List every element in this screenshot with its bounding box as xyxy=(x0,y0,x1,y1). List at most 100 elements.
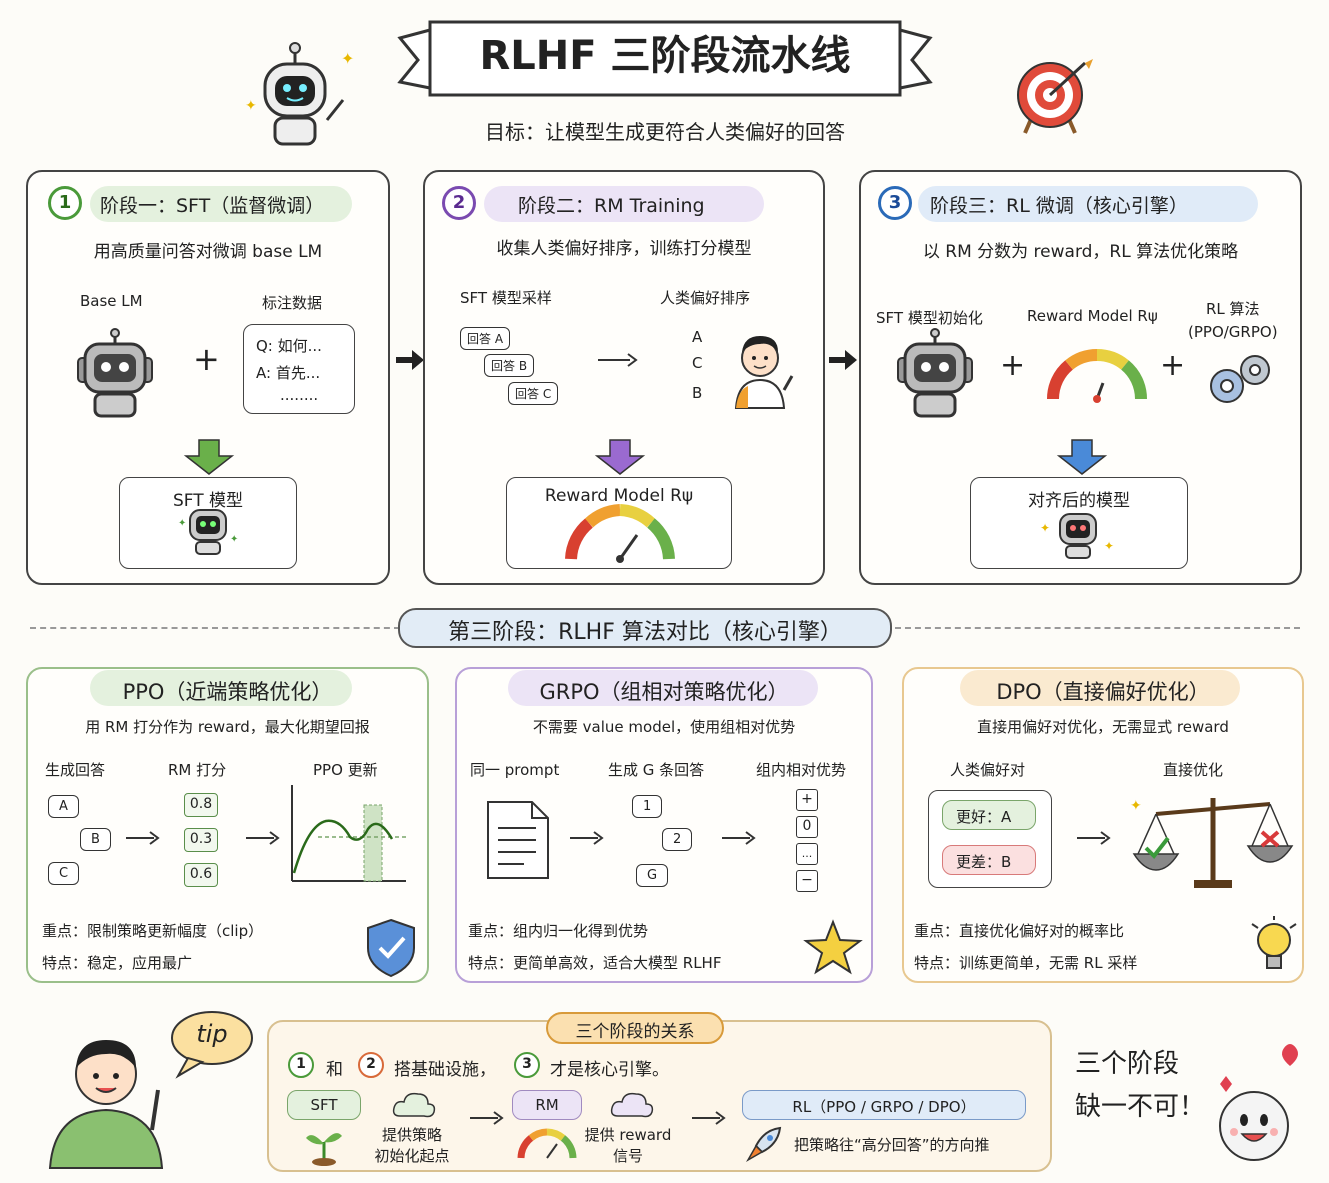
dpo-point-1: 重点：直接优化偏好对的概率比 xyxy=(914,922,1125,940)
data-line-q: Q: 如何... xyxy=(256,337,322,355)
divider-line-left xyxy=(30,627,400,629)
ppo-score-2: 0.3 xyxy=(184,828,218,852)
rank-item-2: C xyxy=(692,354,703,372)
rl-pill: RL（PPO / GRPO / DPO） xyxy=(792,1098,976,1116)
svg-text:✦: ✦ xyxy=(245,98,257,114)
rm-desc-2: 信号 xyxy=(612,1147,643,1165)
grpo-answer-2: 2 xyxy=(662,828,693,851)
sft-pill: SFT xyxy=(310,1096,338,1114)
grpo-title-pill xyxy=(508,670,818,706)
stage-2-title: 阶段二：RM Training xyxy=(518,195,705,217)
page-title: RLHF 三阶段流水线 xyxy=(479,33,851,79)
svg-text:✦: ✦ xyxy=(1130,798,1142,814)
sft-robot-icon: ✦✦ xyxy=(178,509,238,555)
base-lm-robot-icon xyxy=(77,328,153,418)
stage-3-plus-1: + xyxy=(1000,348,1026,383)
tip-text: tip xyxy=(196,1020,228,1048)
sample-bubble-a: 回答 A xyxy=(460,327,511,350)
rel-core: 才是核心引擎。 xyxy=(550,1060,669,1080)
data-line-a: A: 首先... xyxy=(256,364,321,382)
rel-num-2-icon: 2 xyxy=(358,1052,384,1078)
rel-num-3-icon: 3 xyxy=(514,1052,540,1078)
stage-1-data-label: 标注数据 xyxy=(262,294,323,312)
sample-bubble-c: 回答 C xyxy=(508,382,559,405)
stage-3-result: 对齐后的模型 xyxy=(1028,491,1130,511)
grpo-point-2: 特点：更简单高效，适合大模型 RLHF xyxy=(468,954,722,972)
stage-3-desc: 以 RM 分数为 reward，RL 算法优化策略 xyxy=(922,242,1239,262)
sft-init-robot-icon xyxy=(897,328,973,418)
svg-text:✦: ✦ xyxy=(230,534,238,545)
ppo-col-2: RM 打分 xyxy=(168,761,227,779)
rm-cloud-icon xyxy=(610,1092,654,1118)
stage-2-mid-arrow-icon xyxy=(598,353,638,367)
rocket-icon xyxy=(745,1126,782,1163)
stage-2-desc: 收集人类偏好排序，训练打分模型 xyxy=(496,239,752,259)
stage-3-label-rl: RL 算法 xyxy=(1206,300,1260,318)
stage-2-title-pill xyxy=(484,186,764,222)
data-line-dots: ........ xyxy=(280,386,319,404)
grpo-desc: 不需要 value model，使用组相对优势 xyxy=(532,718,796,736)
grpo-col-1: 同一 prompt xyxy=(470,761,560,779)
rl-desc: 把策略往“高分回答”的方向推 xyxy=(794,1136,990,1154)
svg-text:✦: ✦ xyxy=(1104,539,1114,553)
ppo-title-pill xyxy=(90,670,352,706)
title-banner xyxy=(397,20,933,97)
rel-infra: 搭基础设施， xyxy=(394,1060,496,1080)
grpo-adv-dots: ... xyxy=(796,843,818,865)
ppo-update-plot-icon xyxy=(291,785,406,882)
sample-bubble-b: 回答 B xyxy=(484,354,535,377)
stage-1-down-arrow-icon xyxy=(183,439,235,475)
stage-3-plus-2: + xyxy=(1160,348,1186,383)
grpo-col-3: 组内相对优势 xyxy=(756,761,847,779)
goal-text: 目标：让模型生成更符合人类偏好的回答 xyxy=(485,120,845,144)
ppo-answer-a: A xyxy=(48,795,79,818)
stage-1-desc: 用高质量问答对微调 base LM xyxy=(93,242,323,262)
boy-character-icon xyxy=(48,1040,164,1169)
relationship-title: 三个阶段的关系 xyxy=(575,1022,695,1042)
ppo-answer-b: B xyxy=(80,828,111,851)
sft-desc-2: 初始化起点 xyxy=(374,1147,450,1165)
annotation-data-box xyxy=(243,324,355,414)
dpo-desc: 直接用偏好对优化，无需显式 reward xyxy=(977,718,1229,736)
grpo-arrow-2-icon xyxy=(722,831,756,845)
stage-arrow-1-icon xyxy=(396,350,424,370)
rel-num-1-icon: 1 xyxy=(288,1052,314,1078)
dpo-col-2: 直接优化 xyxy=(1163,761,1224,779)
ppo-title: PPO（近端策略优化） xyxy=(122,680,333,704)
cloud-icon xyxy=(392,1092,436,1118)
dpo-point-2: 特点：训练更简单，无需 RL 采样 xyxy=(914,954,1138,972)
rank-item-1: A xyxy=(692,328,703,346)
stage-3-title-pill xyxy=(918,186,1258,222)
grpo-answer-1: 1 xyxy=(632,795,663,818)
robot-mascot-icon: ✦ ✦ xyxy=(245,42,354,146)
stage-2-result-box xyxy=(506,477,732,569)
grpo-adv-zero: 0 xyxy=(796,816,818,838)
stage-arrow-2-icon xyxy=(829,350,857,370)
svg-text:✦: ✦ xyxy=(178,518,186,529)
rel-and: 和 xyxy=(326,1060,343,1080)
stage-1-result: SFT 模型 xyxy=(172,491,244,511)
stage-3-label-rl-algos: (PPO/GRPO) xyxy=(1188,323,1278,341)
grpo-arrow-1-icon xyxy=(570,831,604,845)
stage-3-title: 阶段三：RL 微调（核心引擎） xyxy=(930,195,1188,217)
star-icon xyxy=(803,919,863,975)
better-answer-box xyxy=(942,800,1036,830)
ppo-score-1: 0.8 xyxy=(184,793,218,817)
rm-gauge-icon xyxy=(1046,348,1148,403)
grpo-title: GRPO（组相对策略优化） xyxy=(539,680,789,704)
stage-2-number-icon: 2 xyxy=(442,186,476,220)
dpo-title: DPO（直接偏好优化） xyxy=(996,680,1210,704)
grpo-adv-minus: − xyxy=(796,870,818,892)
shield-icon xyxy=(367,918,415,978)
grpo-point-1: 重点：组内归一化得到优势 xyxy=(468,922,649,940)
rel-arrow-1-icon xyxy=(470,1111,504,1125)
rm-desc-1: 提供 reward xyxy=(584,1126,672,1144)
stage-2-result: Reward Model Rψ xyxy=(544,486,694,506)
worse-answer: 更差：B xyxy=(956,853,1012,871)
dpo-col-1: 人类偏好对 xyxy=(950,761,1026,779)
rank-item-3: B xyxy=(692,384,703,402)
aligned-robot-icon: ✦✦ xyxy=(1040,513,1114,559)
rel-arrow-2-icon xyxy=(692,1111,726,1125)
ppo-point-2: 特点：稳定，应用最广 xyxy=(42,954,193,972)
divider-pill xyxy=(398,608,892,648)
